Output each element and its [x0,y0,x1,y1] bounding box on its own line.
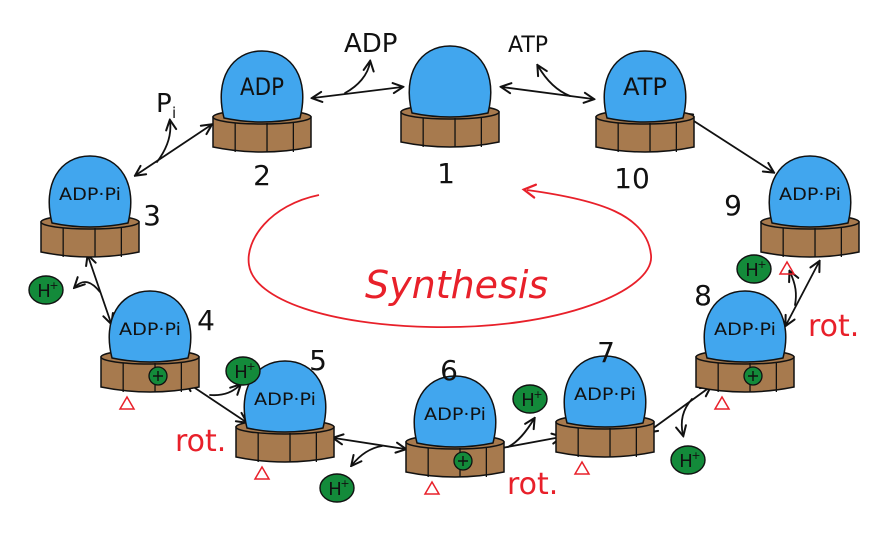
site-content-label: ADP·Pi [574,385,636,405]
proton-icon: H+ [670,445,706,475]
arrow-7-8 [648,387,710,432]
proton-letter: H [521,390,535,411]
state-number: 5 [309,344,327,377]
proton-charge: + [340,477,349,490]
catalytic-site-dome [563,355,647,428]
proton-bound-charge-icon [148,366,168,386]
arrow-h-7-8 [682,398,693,435]
arrow-pi-out [156,121,170,163]
proton-icon: H+ [225,356,261,386]
state-number: 3 [143,199,161,232]
state-6: ADP·Pi 6 [405,354,505,495]
site-content-label: ADP·Pi [59,185,121,205]
rotation-label-6-7: rot. [507,467,558,502]
site-content-label: ADP·Pi [424,405,486,425]
arrow-h-3-4 [75,282,101,293]
state-number: 4 [197,304,215,337]
proton-letter: H [328,479,342,500]
state-number: 10 [614,162,650,195]
proton-charge: + [691,449,700,462]
state-number: 6 [440,354,458,387]
proton-letter: H [679,451,693,472]
state-10: ATP 10 [595,50,695,195]
state-3: ADP·Pi 3 [40,155,161,258]
arrow-atp-out [538,66,571,97]
arrow-adp-out [344,62,370,94]
proton-letter: H [745,260,759,281]
synthesis-label: Synthesis [365,263,548,307]
catalytic-site-dome [108,290,192,363]
state-7: ADP·Pi 7 [555,336,655,475]
stator-marker-triangle-icon [253,465,271,480]
state-4: ADP·Pi 4 [100,290,215,410]
state-number: 8 [694,279,712,312]
synthesis-cycle-arrow [247,183,652,328]
pi-released-label: P i [156,89,176,122]
state-number: 2 [253,159,271,192]
proton-bound-charge-icon [743,366,763,386]
catalytic-site-dome [413,375,497,448]
arrow-h-5-6 [352,445,383,465]
site-content-label: ADP [240,73,284,101]
arrow-h-6-7 [507,419,534,448]
catalytic-site-dome [603,50,687,123]
stator-marker-triangle-icon [778,260,796,275]
pi-main: P [156,89,172,119]
site-content-label: ADP·Pi [779,185,841,205]
atp-released-label: ATP [508,33,548,58]
arrow-10-1 [502,87,593,99]
site-content-label: ADP·Pi [254,390,316,410]
arrow-3-4 [88,256,111,323]
proton-charge: + [757,258,766,271]
arrow-h-4-5 [209,385,240,397]
catalytic-site-dome [220,50,304,123]
site-content-label: ATP [623,73,667,101]
proton-bound-charge-icon [453,451,473,471]
pi-sub: i [172,104,176,122]
adp-released-label: ADP [344,29,398,59]
proton-icon: H+ [319,473,355,503]
catalytic-site-dome [703,290,787,363]
rotation-label-8-9: rot. [808,309,859,344]
arrow-5-6 [334,438,405,449]
free-protons: H+H+H+H+H+H+ [28,254,772,503]
state-number: 9 [724,189,742,222]
state-1: 1 [400,45,500,190]
arrow-h-8-9 [790,272,796,306]
stator-marker-triangle-icon [423,480,441,495]
proton-letter: H [234,362,248,383]
proton-icon: H+ [512,384,548,414]
state-2: ADP 2 [212,50,312,192]
state-8: ADP·Pi8 [694,279,795,410]
arrow-8-9 [786,262,819,325]
arrow-9-10 [683,114,773,172]
stator-marker-triangle-icon [118,395,136,410]
arrow-1-2 [313,87,402,98]
proton-icon: H+ [736,254,772,284]
state-number: 7 [597,336,615,369]
stator-marker-triangle-icon [713,395,731,410]
rotation-label-4-5: rot. [175,424,226,459]
catalytic-site-dome [48,155,132,228]
state-9: ADP·Pi 9 [724,155,860,275]
proton-icon: H+ [28,275,64,305]
proton-charge: + [246,360,255,373]
transition-arrows [75,62,819,465]
catalytic-site-dome [768,155,852,228]
state-number: 1 [437,157,455,190]
proton-charge: + [49,279,58,292]
arrow-4-5 [186,382,246,422]
proton-charge: + [533,388,542,401]
catalytic-site-dome [408,45,492,118]
proton-letter: H [37,281,51,302]
site-content-label: ADP·Pi [119,320,181,340]
arrow-2-3 [136,125,211,175]
stator-marker-triangle-icon [573,460,591,475]
site-content-label: ADP·Pi [714,320,776,340]
